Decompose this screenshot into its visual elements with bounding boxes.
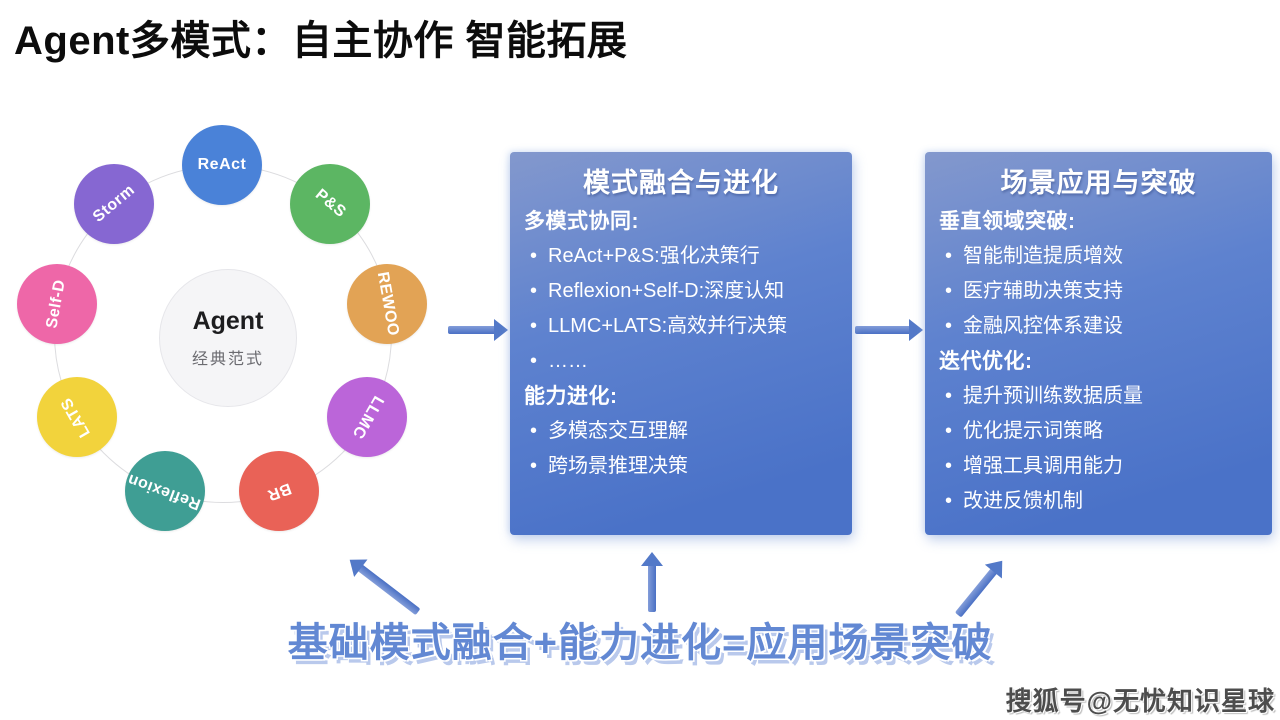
bullet-text: …… <box>548 350 588 372</box>
bullet-item: • ReAct+P&S:强化决策行 <box>524 239 838 274</box>
orbit-circle-p-s: P&S <box>289 164 370 245</box>
bullet-text: 医疗辅助决策支持 <box>963 280 1123 302</box>
bullet-text: 优化提示词策略 <box>963 420 1103 442</box>
bullet-text: 金融风控体系建设 <box>963 315 1123 337</box>
arrow-circle-to-fusion-icon <box>448 319 508 341</box>
watermark: 搜狐号@无忧知识星球 <box>1005 686 1275 716</box>
agent-center-title: Agent <box>192 307 264 335</box>
orbit-circle-label: BR <box>265 479 294 504</box>
bullet-text: LLMC+LATS:高效并行决策 <box>548 315 788 337</box>
bullet-dot-icon: • <box>530 280 538 302</box>
bullet-dot-icon: • <box>530 245 538 267</box>
bullet-dot-icon: • <box>945 315 953 337</box>
bullet-text: 智能制造提质增效 <box>963 245 1123 267</box>
bullet-item: • 改进反馈机制 <box>939 484 1258 519</box>
orbit-circle-br: BR <box>239 450 320 531</box>
bullet-item: • 优化提示词策略 <box>939 414 1258 449</box>
bullet-dot-icon: • <box>530 315 538 337</box>
bullet-item: • …… <box>524 344 838 379</box>
bullet-text: ReAct+P&S:强化决策行 <box>548 245 760 267</box>
arrow-head <box>494 319 508 341</box>
bullet-item: • 跨场景推理决策 <box>524 449 838 484</box>
orbit-circle-storm: Storm <box>74 164 154 245</box>
orbit-circle-label: P&S <box>311 186 349 222</box>
bullet-dot-icon: • <box>945 420 953 442</box>
box-body: 垂直领域突破: • 智能制造提质增效 • 医疗辅助决策支持 • 金融风控体系建设迭代优化: •… <box>939 204 1258 519</box>
bullet-dot-icon: • <box>530 350 538 372</box>
section-heading: 迭代优化: <box>939 350 1033 373</box>
arrow-shaft <box>855 326 912 334</box>
bullet-text: 改进反馈机制 <box>963 490 1083 512</box>
bullet-item: • 增强工具调用能力 <box>939 449 1258 484</box>
bullet-dot-icon: • <box>530 455 538 477</box>
orbit-circle-label: ReAct <box>197 156 247 173</box>
bullet-dot-icon: • <box>945 385 953 407</box>
bullet-item: • 多模态交互理解 <box>524 414 838 449</box>
orbit-circle-label: Self-D <box>43 278 69 330</box>
arrow-head <box>641 552 663 566</box>
bullet-text: 跨场景推理决策 <box>548 455 688 477</box>
orbit-circle-lats: LATS <box>36 377 117 457</box>
bullet-item: • 医疗辅助决策支持 <box>939 274 1258 309</box>
bullet-text: Reflexion+Self-D:深度认知 <box>548 280 785 302</box>
bullet-dot-icon: • <box>945 455 953 477</box>
arrow-shaft <box>448 326 497 334</box>
orbit-circle-label: Storm <box>89 181 138 227</box>
orbit-circle-label: LATS <box>58 394 95 440</box>
arrow-fusion-to-application-icon <box>855 319 923 341</box>
orbit-circle-llmc: LLMC <box>327 377 408 457</box>
section-heading: 能力进化: <box>524 385 618 408</box>
section-heading: 多模式协同: <box>524 210 639 233</box>
section-heading: 垂直领域突破: <box>939 210 1076 233</box>
box-title: 模式融合与进化 <box>583 168 779 198</box>
orbit-circle-rewoo: REWOO <box>347 263 428 344</box>
bullet-text: 提升预训练数据质量 <box>963 385 1143 407</box>
bullet-dot-icon: • <box>945 280 953 302</box>
box-title: 场景应用与突破 <box>1000 168 1197 198</box>
orbit-circle-react: ReAct <box>182 125 262 205</box>
bullet-dot-icon: • <box>530 420 538 442</box>
box-body: 多模式协同: • ReAct+P&S:强化决策行 • Reflexion+Self-D:… <box>524 204 838 484</box>
page-title: Agent多模式：自主协作 智能拓展 <box>14 19 628 63</box>
application-box: 场景应用与突破 垂直领域突破: • 智能制造提质增效 • 医疗辅助决策支持 • 金融风控体系… <box>925 152 1272 535</box>
arrow-up-middle-icon <box>641 552 663 612</box>
bullet-text: 多模态交互理解 <box>548 420 688 442</box>
bullet-item: • LLMC+LATS:高效并行决策 <box>524 309 838 344</box>
orbit-circle-reflexion: Reflexion <box>124 450 205 531</box>
agent-center-subtitle: 经典范式 <box>191 351 264 368</box>
bullet-dot-icon: • <box>945 490 953 512</box>
bullet-dot-icon: • <box>945 245 953 267</box>
bullet-item: • 智能制造提质增效 <box>939 239 1258 274</box>
bullet-item: • 提升预训练数据质量 <box>939 379 1258 414</box>
arrow-shaft <box>648 563 656 612</box>
arrow-shaft <box>355 563 421 616</box>
arrow-head <box>909 319 923 341</box>
orbit-circle-self-d: Self-D <box>16 263 97 344</box>
bullet-item: • 金融风控体系建设 <box>939 309 1258 344</box>
orbit-circle-label: LLMC <box>348 392 387 442</box>
agent-center-circle: Agent 经典范式 <box>159 269 297 407</box>
formula-text: 基础模式融合+能力进化=应用场景突破 <box>287 621 993 665</box>
orbit-circle-label: Reflexion <box>125 470 204 513</box>
fusion-box: 模式融合与进化 多模式协同: • ReAct+P&S:强化决策行 • Reflexion… <box>510 152 852 535</box>
bullet-item: • Reflexion+Self-D:深度认知 <box>524 274 838 309</box>
bullet-text: 增强工具调用能力 <box>963 455 1123 477</box>
orbit-circle-label: REWOO <box>373 270 402 338</box>
